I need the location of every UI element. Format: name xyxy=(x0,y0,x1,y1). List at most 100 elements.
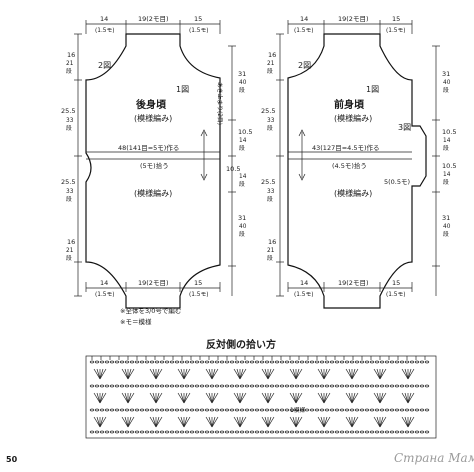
chain-stitch xyxy=(199,408,205,412)
chain-stitch xyxy=(274,408,280,412)
chain-stitch xyxy=(104,360,110,364)
svg-text:14: 14 xyxy=(239,174,247,180)
svg-text:段: 段 xyxy=(239,144,245,152)
double-crochet-stitch xyxy=(317,416,325,428)
chain-stitch xyxy=(119,430,125,434)
chain-stitch xyxy=(299,384,305,388)
double-crochet-stitch xyxy=(379,392,384,404)
chain-stitch xyxy=(229,430,235,434)
chain-stitch xyxy=(329,384,335,388)
chain-stitch xyxy=(134,430,140,434)
double-crochet-stitch xyxy=(323,416,328,428)
chain-stitch xyxy=(394,360,400,364)
chain-stitch xyxy=(194,384,200,388)
chain-stitch xyxy=(389,408,395,412)
svg-text:10.5: 10.5 xyxy=(442,162,456,170)
svg-text:40: 40 xyxy=(239,80,247,86)
chain-stitch xyxy=(144,384,150,388)
chain-stitch xyxy=(384,408,390,412)
chain-stitch xyxy=(374,360,380,364)
double-crochet-stitch xyxy=(127,392,132,404)
chain-stitch xyxy=(419,430,425,434)
chain-stitch xyxy=(99,384,105,388)
chain-stitch xyxy=(369,408,375,412)
chain-stitch xyxy=(414,360,420,364)
double-crochet-stitch xyxy=(239,416,244,428)
chain-stitch xyxy=(234,430,240,434)
chain-stitch xyxy=(319,430,325,434)
double-crochet-stitch xyxy=(124,368,129,380)
chain-stitch xyxy=(94,430,100,434)
chain-stitch xyxy=(174,360,180,364)
chain-stitch xyxy=(219,430,225,434)
double-crochet-stitch xyxy=(376,392,381,404)
chain-stitch xyxy=(114,360,120,364)
chain-stitch xyxy=(364,360,370,364)
chain-stitch xyxy=(124,384,130,388)
double-crochet-stitch xyxy=(211,392,216,404)
chain-stitch xyxy=(329,360,335,364)
double-crochet-stitch xyxy=(205,392,213,404)
chain-stitch xyxy=(134,408,140,412)
double-crochet-stitch xyxy=(205,368,213,380)
chain-stitch xyxy=(304,360,310,364)
svg-text:40: 40 xyxy=(443,80,451,86)
svg-text:10.5: 10.5 xyxy=(442,128,456,136)
double-crochet-stitch xyxy=(236,368,241,380)
chain-stitch xyxy=(304,408,310,412)
double-crochet-stitch xyxy=(99,416,107,428)
double-crochet-stitch xyxy=(180,416,185,428)
chain-stitch xyxy=(399,384,405,388)
chain-stitch xyxy=(209,360,215,364)
chain-stitch xyxy=(204,430,210,434)
double-crochet-stitch xyxy=(295,416,303,428)
chain-stitch xyxy=(359,360,365,364)
chain-stitch xyxy=(89,430,95,434)
svg-text:段: 段 xyxy=(443,230,449,238)
chain-stitch xyxy=(259,408,265,412)
back-piece: 2図 1図 後身頃 (模様編み) 48(141目=5モ)作る (5モ)拾う (模… xyxy=(61,15,252,309)
chain-stitch xyxy=(409,408,415,412)
svg-text:(1.5モ): (1.5モ) xyxy=(95,27,115,34)
chain-stitch xyxy=(394,430,400,434)
svg-text:(1.5モ): (1.5モ) xyxy=(189,27,209,34)
chain-stitch xyxy=(149,360,155,364)
chain-stitch xyxy=(199,360,205,364)
chain-stitch xyxy=(229,360,235,364)
chain-stitch xyxy=(264,408,270,412)
chain-stitch xyxy=(254,408,260,412)
chain-stitch xyxy=(294,408,300,412)
page-number: 50 xyxy=(6,455,18,464)
svg-text:段: 段 xyxy=(443,144,449,152)
chain-stitch xyxy=(289,360,295,364)
double-crochet-stitch xyxy=(323,368,328,380)
double-crochet-stitch xyxy=(401,416,409,428)
double-crochet-stitch xyxy=(121,416,129,428)
double-crochet-stitch xyxy=(155,416,163,428)
chain-stitch xyxy=(384,384,390,388)
double-crochet-stitch xyxy=(351,368,356,380)
double-crochet-stitch xyxy=(124,416,129,428)
svg-text:(1.5モ): (1.5モ) xyxy=(189,291,209,298)
chain-stitch xyxy=(379,360,385,364)
chain-stitch xyxy=(189,360,195,364)
chain-stitch xyxy=(134,384,140,388)
front-piece-outline xyxy=(287,33,427,309)
double-crochet-stitch xyxy=(99,368,107,380)
svg-text:31: 31 xyxy=(442,214,450,222)
svg-text:25.5: 25.5 xyxy=(61,107,75,115)
svg-text:33: 33 xyxy=(66,118,74,124)
chain-stitch xyxy=(169,360,175,364)
chain-stitch xyxy=(309,360,315,364)
double-crochet-stitch xyxy=(183,392,188,404)
double-crochet-stitch xyxy=(127,416,135,428)
double-crochet-stitch xyxy=(407,368,412,380)
chain-stitch xyxy=(179,408,185,412)
double-crochet-stitch xyxy=(127,392,135,404)
svg-text:16: 16 xyxy=(268,238,276,246)
double-crochet-stitch xyxy=(183,416,191,428)
svg-text:段: 段 xyxy=(66,124,72,132)
chain-stitch xyxy=(129,360,135,364)
chain-stitch xyxy=(129,430,135,434)
chain-stitch xyxy=(409,430,415,434)
